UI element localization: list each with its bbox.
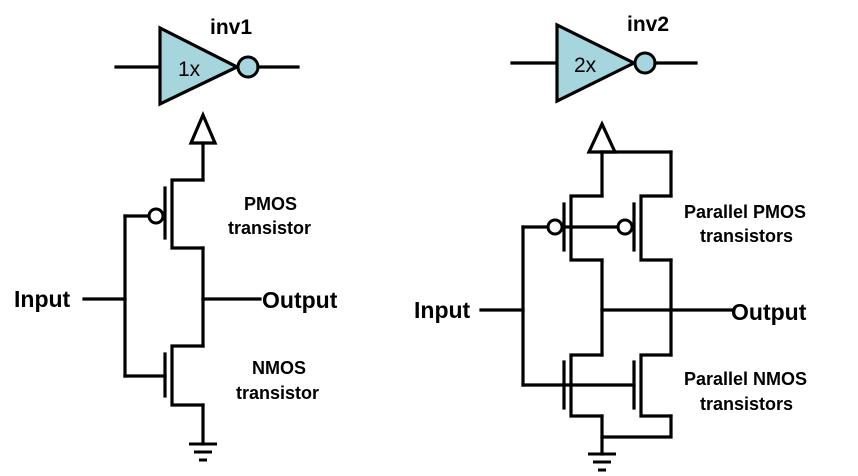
inv2-pmos2-channel (639, 194, 673, 262)
inv2-pmos1-bubble (546, 218, 564, 236)
inv2-input-label: Input (414, 297, 471, 323)
inv1-gate-label: 1x (178, 58, 201, 81)
inv2-gate-bubble (633, 51, 657, 75)
inv2-ground-icon (588, 452, 616, 472)
inv1-ground-icon (189, 442, 217, 462)
inv2-nmos-label-line1: Parallel NMOS (684, 369, 807, 389)
inv1-pmos-label-line1: PMOS (244, 194, 297, 214)
inv1-output-label: Output (262, 287, 338, 313)
inv2-gate-symbol: 2x inv2 (510, 13, 698, 104)
inv2-output-label: Output (731, 299, 807, 325)
inv1-nmos-channel (170, 344, 205, 407)
inv2-nmos-label-line2: transistors (700, 394, 793, 414)
inv2-pmos2-bubble (616, 218, 634, 236)
inv2-title: inv2 (627, 13, 669, 36)
inv1-pmos-channel (170, 178, 205, 250)
inv2-schematic: Input Output Parallel PMOS transistors P… (414, 120, 807, 472)
inv1-title: inv1 (210, 16, 252, 39)
inv1-vdd-symbol (188, 110, 218, 145)
inv1-gate-triangle (158, 25, 241, 107)
inv2-pmos-label-line2: transistors (700, 226, 793, 246)
inv1-input-label: Input (14, 286, 71, 312)
inv2-vdd-symbol (586, 120, 618, 154)
inv2-pmos-label-line1: Parallel PMOS (684, 202, 806, 222)
inv2-ground-rail (600, 414, 673, 439)
inv1-pmos-label-line2: transistor (228, 218, 311, 238)
inv1-schematic: Input Output PMOS transistor NMOS transi… (14, 110, 338, 462)
inv1-gate-bubble (236, 55, 260, 79)
inv1-nmos-label-line1: NMOS (252, 358, 306, 378)
inv1-nmos-label-line2: transistor (236, 383, 319, 403)
inv2-gate-label: 2x (574, 54, 597, 77)
inv1-gate-symbol: 1x inv1 (114, 16, 300, 107)
inv1-pmos-bubble (147, 207, 165, 225)
inv2-nmos2-channel (639, 353, 673, 418)
inv2-gate-triangle (555, 22, 638, 104)
